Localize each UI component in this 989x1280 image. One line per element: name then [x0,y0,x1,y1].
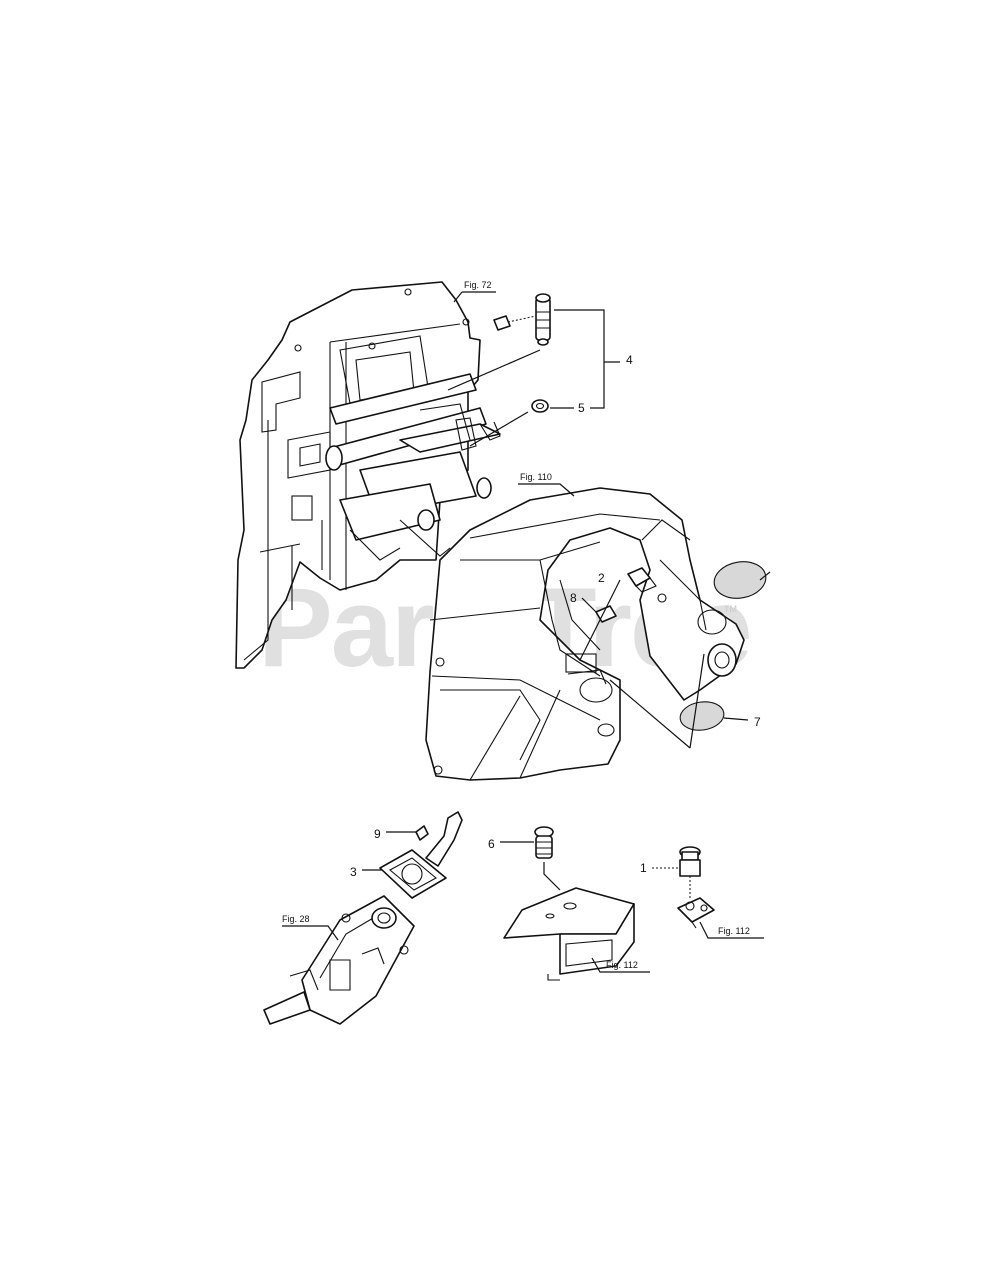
callout-7: 7 [754,715,761,729]
fig-ref-112-bracket: Fig. 112 [606,960,638,970]
part-7-knob-caps [679,561,767,731]
leader-2 [579,579,621,661]
leader-7-lower [723,717,749,721]
callout-2: 2 [598,571,605,585]
fig-ref-112-switch: Fig. 112 [718,926,750,936]
fender-console [425,487,745,781]
callout-labels: 4 5 2 8 7 9 3 6 1 [350,353,761,879]
leader-fender-2 [689,653,705,749]
leader-fig112b [699,921,764,939]
part-1-push-switch [677,846,715,929]
callout-3: 3 [350,865,357,879]
steering-lever-assembly [263,811,463,1025]
part-4-switch-assembly [447,293,551,447]
part-6-bracket [503,826,635,981]
fig-ref-28: Fig. 28 [282,914,310,924]
callout-6: 6 [488,837,495,851]
figure-references: Fig. 72 Fig. 110 Fig. 28 Fig. 112 Fig. 1… [282,280,750,970]
watermark-trademark: TM [724,604,737,614]
callout-8: 8 [570,591,577,605]
fig-ref-72: Fig. 72 [464,280,492,290]
leader-6-down [543,862,561,891]
part-2-switch [627,567,657,593]
leader-8 [581,597,597,613]
frame-assembly [235,281,501,669]
callout-4-bracket [554,309,620,409]
callout-4: 4 [626,353,633,367]
leader-fender [609,679,691,749]
fig-ref-110: Fig. 110 [520,472,552,482]
leader-fig28 [282,925,339,941]
callout-1: 1 [640,861,647,875]
leader-fig112a [591,957,650,973]
callout-5: 5 [578,401,585,415]
leader-7-upper [759,571,771,581]
callout-9: 9 [374,827,381,841]
